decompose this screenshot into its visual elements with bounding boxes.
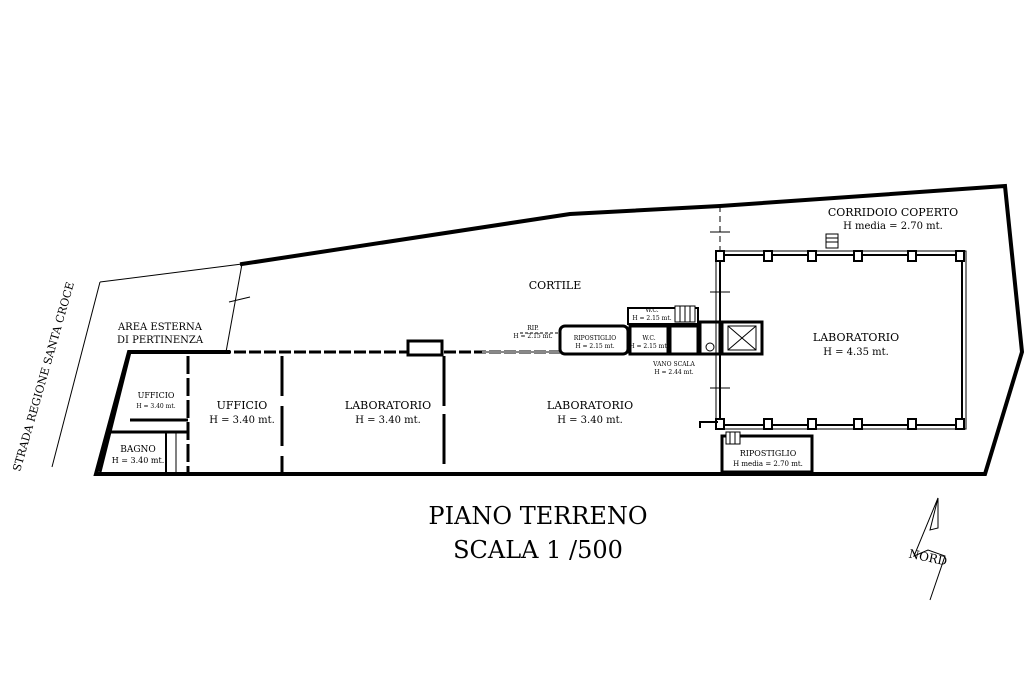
building-walls: [98, 350, 720, 473]
corridoio-label: CORRIDOIO COPERTO: [828, 206, 958, 219]
north-arrow-icon: [913, 497, 946, 601]
laboratory-columns: [715, 233, 967, 430]
pertinenza-divider: [225, 263, 243, 353]
bagno-label: BAGNO: [120, 445, 156, 455]
bagno-height: H = 3.40 mt.: [112, 456, 164, 465]
ufficio-height: H = 3.40 mt.: [209, 415, 275, 426]
wc-top-label: W.C.: [645, 307, 658, 314]
north-label: NORD: [907, 547, 948, 569]
ripostiglio-bottom-room: [699, 421, 814, 474]
ripostiglio-top-label: RIPOSTIGLIO: [574, 335, 616, 342]
lab1-label: LABORATORIO: [345, 399, 431, 412]
rip-left-height: H = 2.15 mt.: [513, 333, 552, 340]
area-esterna-label: AREA ESTERNA: [117, 322, 203, 333]
corridoio-height: H media = 2.70 mt.: [843, 221, 943, 232]
lab1-height: H = 3.40 mt.: [355, 415, 421, 426]
ripostiglio-bottom-label: RIPOSTIGLIO: [740, 449, 797, 458]
front-wall-box: [406, 339, 444, 357]
lab3-label: LABORATORIO: [813, 331, 899, 344]
room-labels: AREA ESTERNA DI PERTINENZA CORTILE CORRI…: [112, 206, 958, 468]
vano-scala-label: VANO SCALA: [652, 361, 695, 368]
plan-scale: SCALA 1 /500: [453, 536, 623, 564]
ripostiglio-bottom-height: H media = 2.70 mt.: [733, 460, 803, 468]
street-label: STRADA REGIONE SANTA CROCE: [10, 280, 77, 472]
ufficio-label: UFFICIO: [217, 399, 268, 412]
ufficio-small-label: UFFICIO: [138, 391, 175, 400]
wc-top-height: H = 2.15 mt.: [632, 315, 671, 322]
ufficio-small-height: H = 3.40 mt.: [136, 403, 175, 410]
vano-scala-height: H = 2.44 mt.: [654, 369, 693, 376]
lab2-height: H = 3.40 mt.: [557, 415, 623, 426]
lot-boundary: [93, 183, 1024, 476]
lab2-label: LABORATORIO: [547, 399, 633, 412]
ripostiglio-top-height: H = 2.15 mt.: [575, 343, 614, 350]
street-boundary: [51, 263, 243, 468]
wc-height: H = 2.15 mt.: [629, 343, 668, 350]
service-block: [520, 305, 764, 356]
wc-label: W.C.: [642, 335, 655, 342]
rip-left-label: RIP.: [527, 325, 539, 332]
plan-title: PIANO TERRENO: [428, 502, 647, 530]
cortile-label: CORTILE: [529, 279, 582, 292]
lab3-height: H = 4.35 mt.: [823, 347, 889, 358]
area-pertinenza-label: DI PERTINENZA: [117, 335, 204, 346]
